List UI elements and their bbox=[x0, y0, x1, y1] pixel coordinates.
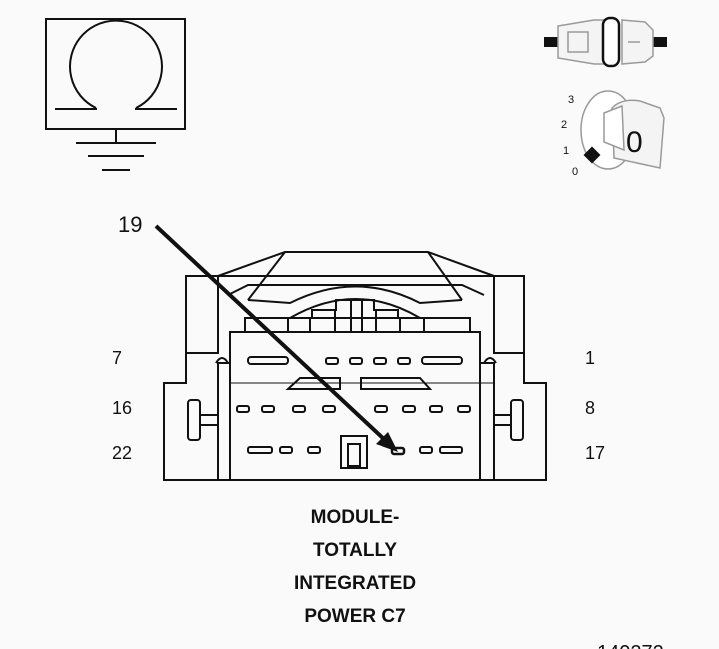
pin-label-left-top: 7 bbox=[112, 348, 122, 368]
key-position-1: 1 bbox=[563, 145, 569, 157]
figure-id: 140272 bbox=[597, 642, 664, 649]
pin-cavities bbox=[236, 356, 471, 456]
pin-label-left-bottom: 22 bbox=[112, 443, 132, 463]
ground-resistance-icon bbox=[45, 18, 186, 171]
caption-line-3: INTEGRATED bbox=[293, 573, 417, 594]
key-current-position: 0 bbox=[626, 126, 643, 159]
key-position-0: 0 bbox=[572, 166, 578, 178]
pin-label-right-mid: 8 bbox=[585, 398, 595, 418]
key-position-3: 3 bbox=[568, 94, 574, 106]
pin-label-right-bottom: 17 bbox=[585, 443, 605, 463]
caption-line-4: POWER C7 bbox=[304, 606, 406, 627]
caption-line-2: TOTALLY bbox=[312, 540, 398, 561]
connector-body bbox=[163, 251, 547, 481]
callout-pin-label: 19 bbox=[118, 212, 142, 237]
callout-arrow bbox=[154, 224, 398, 452]
pin-label-right-top: 1 bbox=[585, 348, 595, 368]
ignition-key-icon: 3 2 1 0 0 bbox=[561, 90, 665, 178]
caption-line-1: MODULE- bbox=[310, 507, 400, 528]
pin-label-left-mid: 16 bbox=[112, 398, 132, 418]
key-position-2: 2 bbox=[561, 119, 567, 131]
connector-plug-icon bbox=[544, 16, 667, 68]
